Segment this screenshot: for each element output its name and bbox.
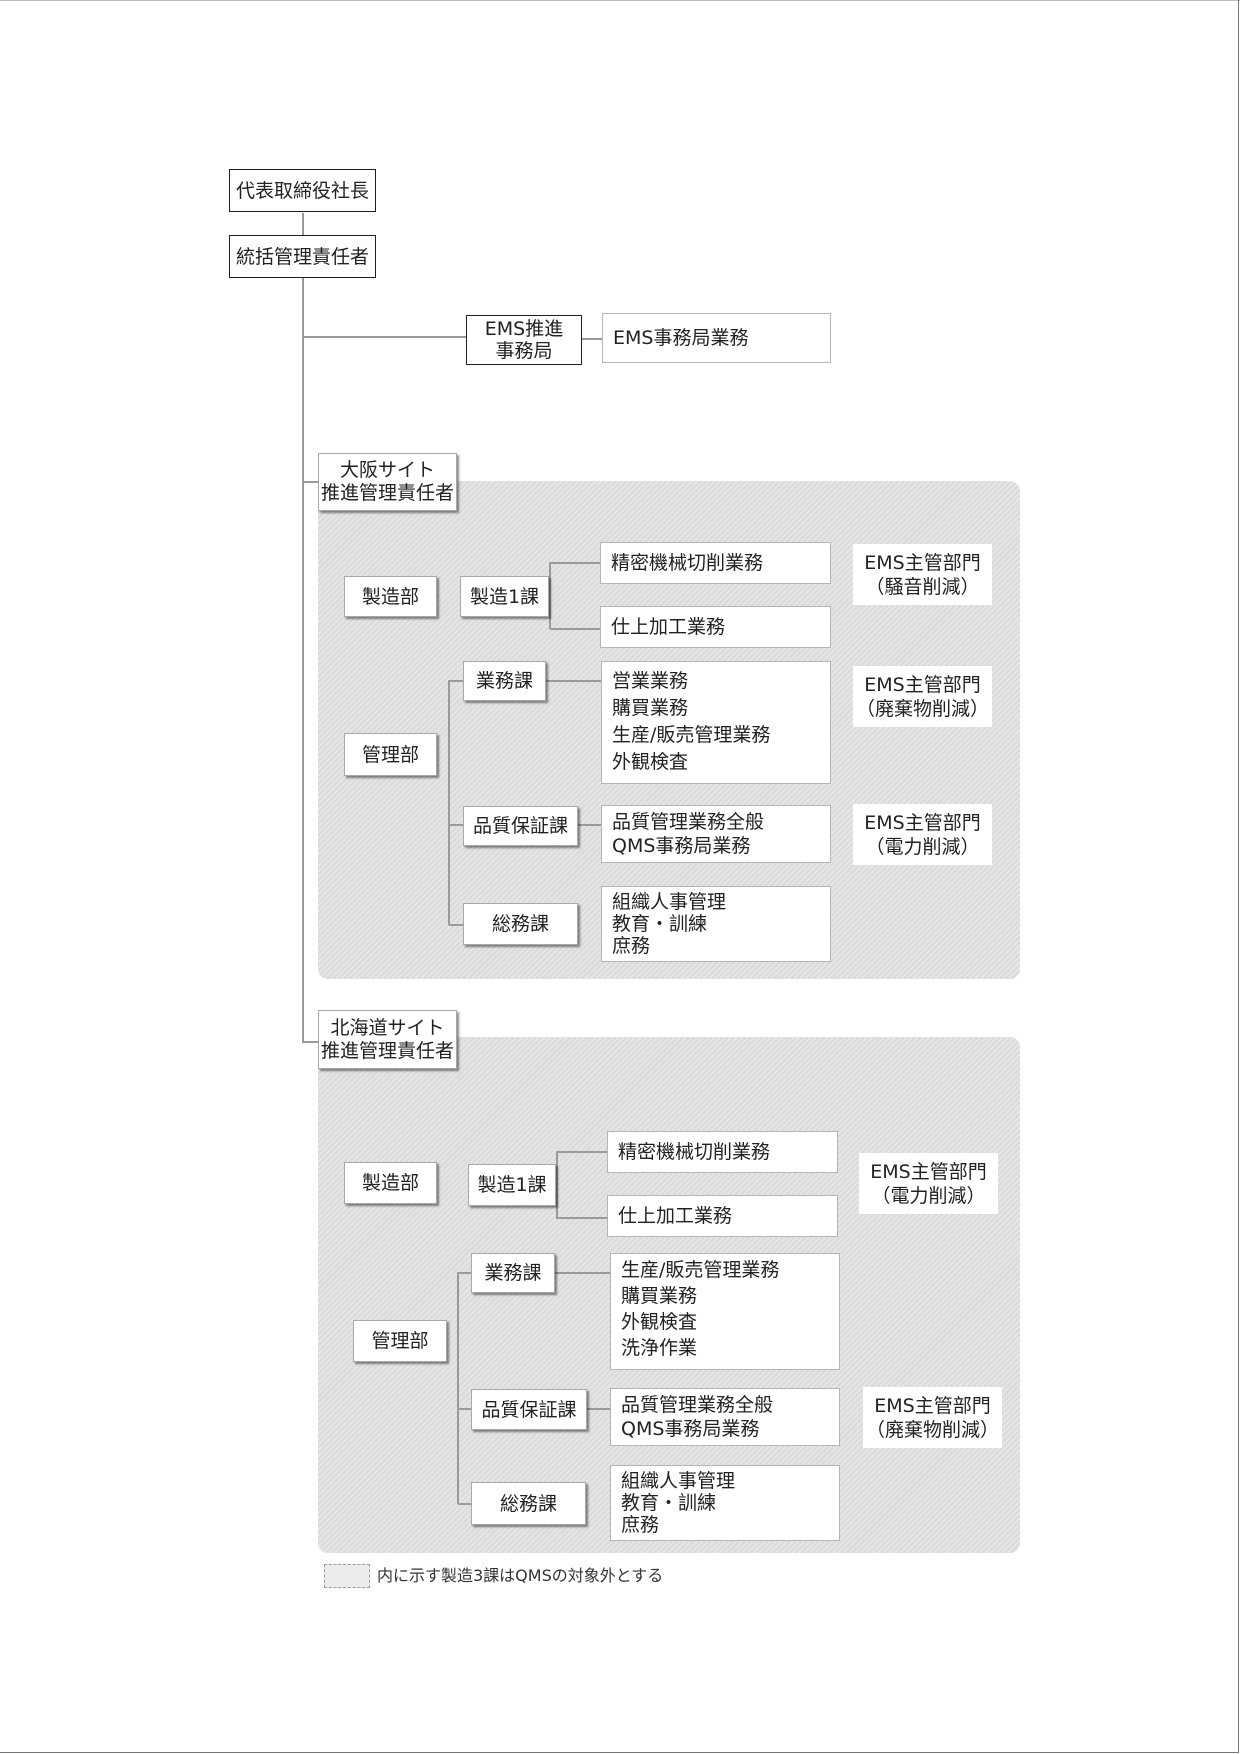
osaka-qa-tasks-box: 品質管理業務全般 QMS事務局業務 (601, 805, 831, 863)
osaka-connector-qa-tasks (578, 824, 601, 826)
legend-dashed-swatch (324, 1564, 370, 1588)
hokkaido-connector-business (458, 1272, 471, 1274)
osaka-business-tasks-box: 営業業務 購買業務 生産/販売管理業務 外観検査 (601, 661, 831, 784)
hokkaido-business-tasks-box: 生産/販売管理業務 購買業務 外観検査 洗浄作業 (610, 1253, 840, 1370)
osaka-general-tasks-box: 組織人事管理 教育・訓練 庶務 (601, 886, 831, 962)
osaka-connector-qa (449, 824, 463, 826)
osaka-connector-mfg-task1 (550, 562, 600, 564)
president-box: 代表取締役社長 (229, 169, 376, 212)
connector-main-trunk (302, 213, 304, 1043)
connector-to-hokkaido (303, 1041, 319, 1043)
osaka-ems-mfg-label: EMS主管部門 （騒音削減） (853, 544, 992, 605)
hokkaido-mfg-section1-box: 製造1課 (468, 1164, 556, 1206)
hokkaido-qa-tasks-box: 品質管理業務全般 QMS事務局業務 (610, 1388, 840, 1446)
osaka-connector-mfg-tasks-vertical (549, 562, 551, 629)
osaka-task-finishing-box: 仕上加工業務 (600, 606, 831, 648)
hokkaido-site-manager-box: 北海道サイト 推進管理責任者 (318, 1010, 457, 1069)
hokkaido-connector-mfg-task2 (557, 1217, 607, 1219)
legend-text: 内に示す製造3課はQMSの対象外とする (377, 1566, 664, 1585)
osaka-connector-business (449, 680, 463, 682)
osaka-mfg-section1-box: 製造1課 (460, 576, 549, 617)
hokkaido-ems-mfg-label: EMS主管部門 （電力削減） (859, 1153, 998, 1214)
connector-ems-office-task (582, 338, 602, 340)
connector-to-ems-office (303, 336, 466, 338)
hokkaido-admin-dept-box: 管理部 (353, 1320, 447, 1362)
hokkaido-connector-qa-tasks (587, 1408, 610, 1410)
connector-to-osaka (303, 481, 319, 483)
general-manager-box: 統括管理責任者 (229, 235, 376, 278)
hokkaido-business-section-box: 業務課 (471, 1253, 555, 1293)
osaka-ems-qa-label: EMS主管部門 （電力削減） (853, 804, 992, 865)
osaka-business-section-box: 業務課 (463, 661, 546, 701)
osaka-site-manager-box: 大阪サイト 推進管理責任者 (318, 453, 457, 511)
ems-office-box: EMS推進 事務局 (466, 315, 582, 365)
page-top-edge (0, 0, 1240, 1)
hokkaido-general-section-box: 総務課 (471, 1482, 586, 1525)
osaka-task-precision-box: 精密機械切削業務 (600, 542, 831, 584)
hokkaido-general-tasks-box: 組織人事管理 教育・訓練 庶務 (610, 1465, 840, 1541)
hokkaido-connector-qa (458, 1408, 471, 1410)
hokkaido-connector-mfg-task1 (557, 1151, 607, 1153)
hokkaido-task-finishing-box: 仕上加工業務 (607, 1195, 838, 1237)
osaka-connector-business-tasks (546, 680, 601, 682)
hokkaido-ems-qa-label: EMS主管部門 （廃棄物削減） (863, 1387, 1002, 1448)
hokkaido-connector-business-tasks (555, 1272, 610, 1274)
hokkaido-qa-section-box: 品質保証課 (471, 1389, 587, 1430)
osaka-connector-admin-vertical (448, 680, 450, 925)
osaka-general-section-box: 総務課 (463, 903, 578, 945)
ems-office-task-box: EMS事務局業務 (602, 313, 831, 363)
osaka-connector-mfg-task2 (550, 628, 600, 630)
hokkaido-connector-general (458, 1503, 471, 1505)
osaka-ems-business-label: EMS主管部門 （廃棄物削減） (853, 666, 992, 727)
osaka-admin-dept-box: 管理部 (344, 733, 437, 776)
osaka-qa-section-box: 品質保証課 (463, 806, 578, 846)
hokkaido-connector-admin-vertical (457, 1272, 459, 1504)
osaka-connector-general (449, 924, 463, 926)
osaka-mfg-dept-box: 製造部 (344, 576, 437, 617)
hokkaido-task-precision-box: 精密機械切削業務 (607, 1131, 838, 1173)
hokkaido-connector-mfg-tasks-vertical (556, 1151, 558, 1219)
hokkaido-mfg-dept-box: 製造部 (344, 1162, 437, 1204)
